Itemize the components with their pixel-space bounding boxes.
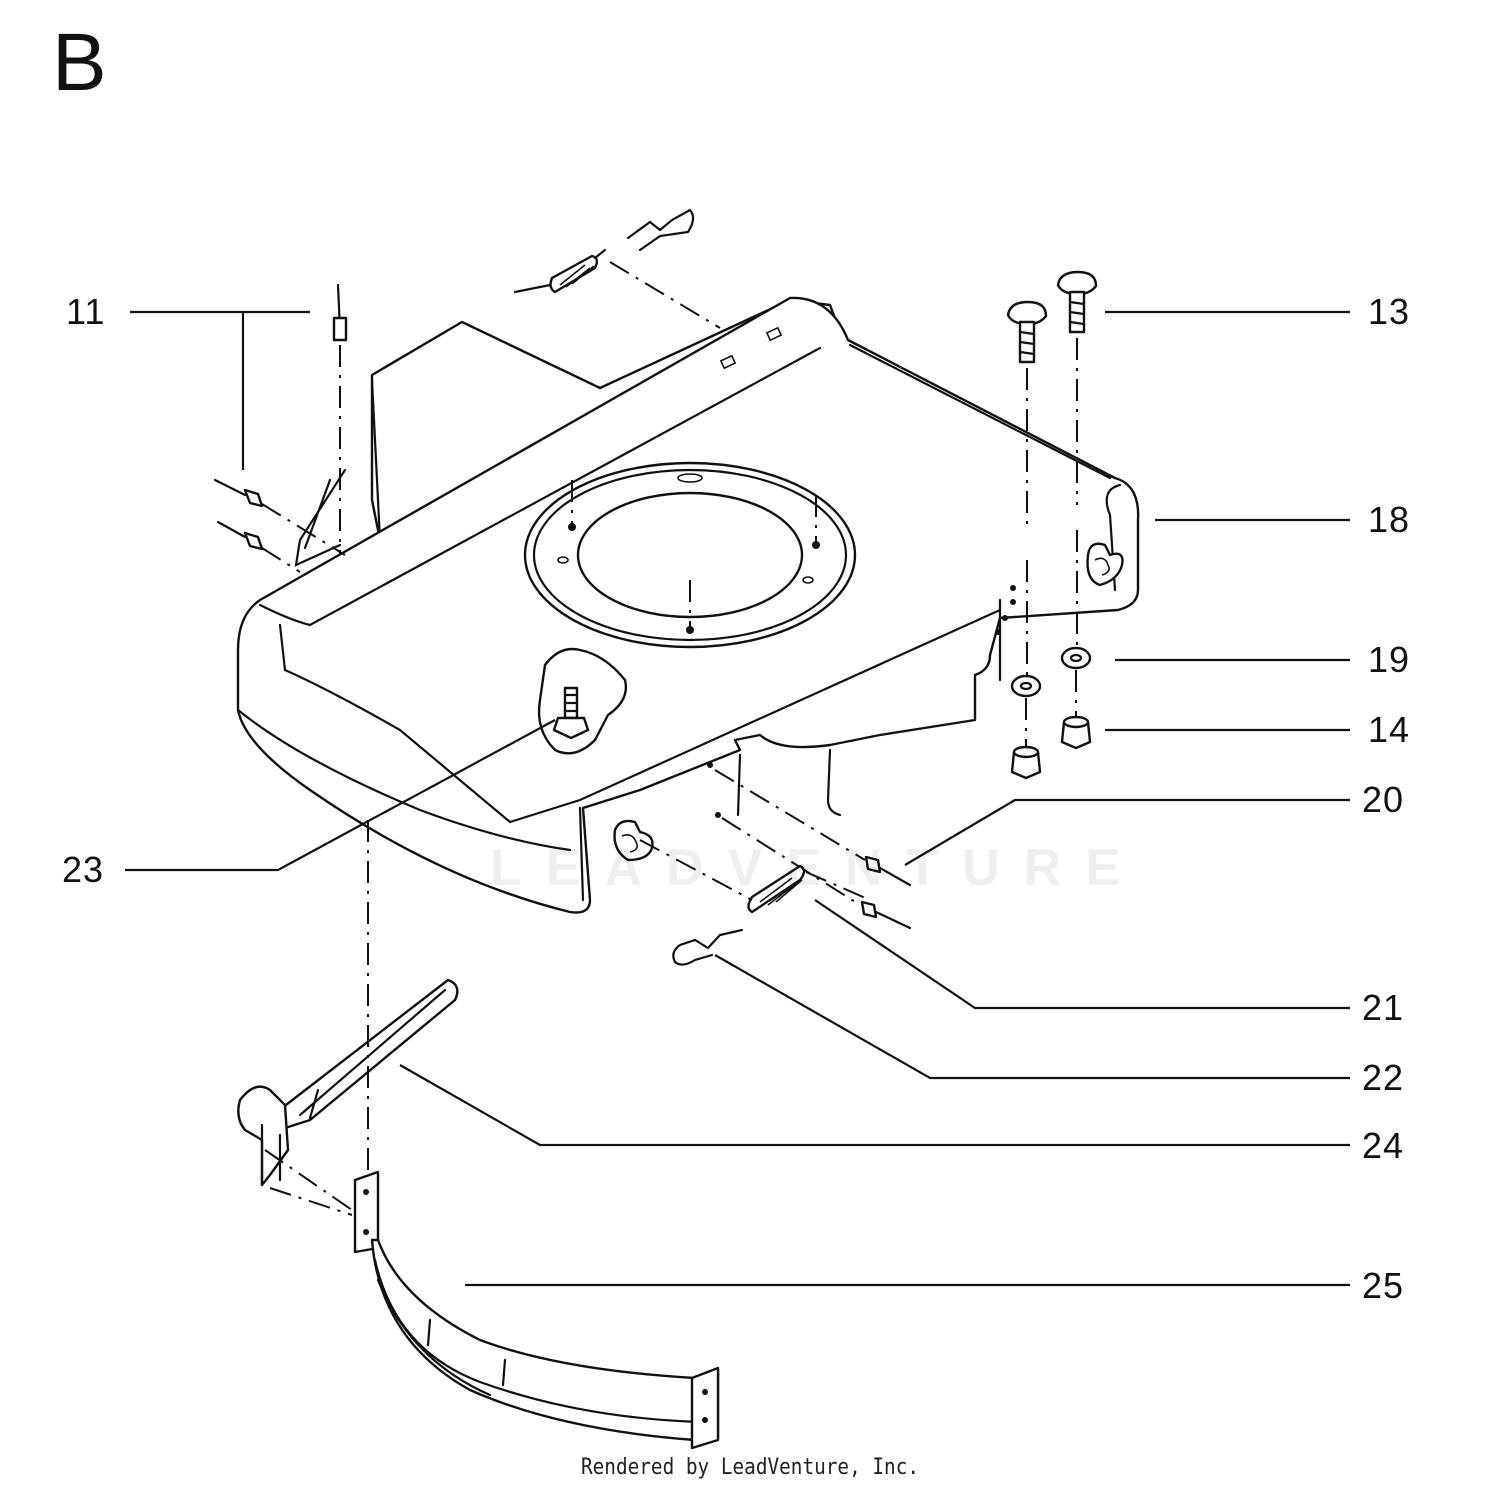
callout-20: 20 — [1362, 779, 1405, 820]
leader-lines — [125, 310, 1350, 1287]
part-23-stud-bolt — [537, 647, 628, 755]
part-19-washers — [1010, 646, 1092, 698]
part-11-pins — [213, 283, 348, 573]
part-24-bracket — [237, 978, 459, 1187]
callout-11: 11 — [66, 291, 106, 332]
section-letter: B — [52, 17, 107, 108]
callout-22: 22 — [1362, 1057, 1405, 1098]
part-14-nuts — [1010, 670, 1092, 780]
callout-23: 23 — [62, 849, 105, 890]
engine-mount-ring — [523, 461, 857, 649]
callout-25: 25 — [1362, 1265, 1405, 1306]
callout-19: 19 — [1368, 639, 1411, 680]
part-13-carriage-bolts — [1006, 270, 1098, 680]
callout-21: 21 — [1362, 987, 1405, 1028]
part-21-spring — [639, 839, 871, 914]
callout-24: 24 — [1362, 1125, 1405, 1166]
callout-18: 18 — [1368, 499, 1411, 540]
callout-13: 13 — [1368, 291, 1411, 332]
upper-spring-and-clip — [513, 208, 721, 329]
part-25-strap — [264, 820, 720, 1450]
footer-credit: Rendered by LeadVenture, Inc. — [580, 1455, 920, 1480]
part-22-clip — [672, 928, 744, 966]
callout-14: 14 — [1368, 709, 1411, 750]
watermark: LEADVENTURE — [490, 839, 1145, 897]
part-20-pins — [707, 762, 912, 930]
